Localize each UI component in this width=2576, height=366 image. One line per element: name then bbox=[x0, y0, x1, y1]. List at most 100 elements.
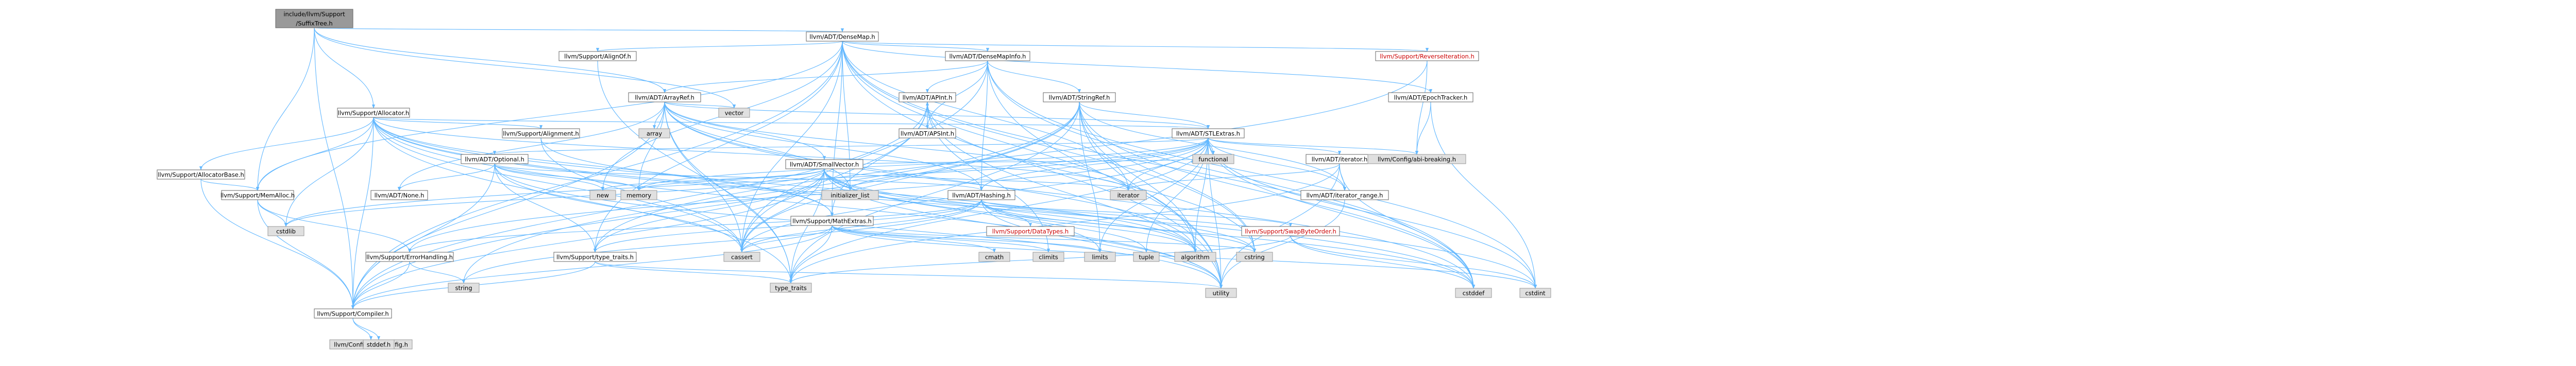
node-alignment-label: llvm/Support/Alignment.h bbox=[503, 130, 579, 137]
edge-smallvector-to-typetraits bbox=[593, 168, 825, 253]
node-alignment-box bbox=[502, 128, 580, 138]
node-typetraits-label: llvm/Support/type_traits.h bbox=[556, 254, 634, 261]
node-noneh[interactable]: llvm/ADT/None.h bbox=[370, 190, 428, 200]
node-root-label: /SuffixTree.h bbox=[296, 20, 332, 27]
edge-allocator-to-compiler bbox=[351, 117, 374, 309]
edge-root-to-memalloc bbox=[256, 27, 315, 191]
node-s_cstring: cstring bbox=[1236, 252, 1273, 262]
edge-allocator-to-memalloc bbox=[256, 117, 374, 191]
node-densemap[interactable]: llvm/ADT/DenseMap.h bbox=[806, 31, 879, 42]
node-iteratorrange[interactable]: llvm/ADT/iterator_range.h bbox=[1300, 190, 1389, 200]
edge-reversein-to-typetraits bbox=[593, 60, 1428, 253]
edge-stlextras-to-s_cstdint bbox=[1208, 137, 1537, 289]
node-errorhandling[interactable]: llvm/Support/ErrorHandling.h bbox=[365, 252, 454, 262]
node-s_cassert-box bbox=[723, 252, 760, 262]
edge-smallvector-to-s_cassert bbox=[740, 168, 825, 253]
node-densemapinfo-label: llvm/ADT/DenseMapInfo.h bbox=[950, 53, 1026, 60]
edge-arrayref-to-s_cstddef bbox=[664, 101, 1476, 289]
edge-epochtracker-to-s_cstdint bbox=[1430, 101, 1537, 289]
node-memalloc-label: llvm/Support/MemAlloc.h bbox=[221, 192, 295, 199]
edge-stlextras-to-optional bbox=[493, 137, 1209, 155]
node-smallvector[interactable]: llvm/ADT/SmallVector.h bbox=[785, 159, 863, 169]
node-s_functional-box bbox=[1192, 154, 1234, 164]
node-densemap-box bbox=[806, 31, 879, 42]
node-s_climits-label: climits bbox=[1039, 254, 1058, 261]
node-arrayref[interactable]: llvm/ADT/ArrayRef.h bbox=[628, 92, 701, 102]
edge-compiler-to-s_stddef bbox=[352, 318, 381, 340]
node-s_memory-box bbox=[620, 190, 657, 200]
edge-densemapinfo-to-apint bbox=[925, 60, 988, 93]
edge-densemapinfo-to-hashing bbox=[979, 60, 988, 191]
edge-typetraits-to-s_utility bbox=[595, 261, 1223, 289]
node-densemapinfo[interactable]: llvm/ADT/DenseMapInfo.h bbox=[945, 51, 1030, 61]
node-datatypes[interactable]: llvm/Support/DataTypes.h bbox=[986, 226, 1075, 236]
node-stringref[interactable]: llvm/ADT/StringRef.h bbox=[1043, 92, 1116, 102]
node-apsint[interactable]: llvm/ADT/APSInt.h bbox=[899, 128, 956, 138]
node-s_memory-label: memory bbox=[626, 192, 651, 199]
node-optional-label: llvm/ADT/Optional.h bbox=[465, 156, 524, 163]
nodes-layer: include/llvm/Support/SuffixTree.h llvm/AD… bbox=[157, 9, 1551, 350]
node-s_cstdint-label: cstdint bbox=[1525, 290, 1546, 297]
edge-densemap-to-typetraits bbox=[593, 41, 843, 253]
edge-smallvector-to-s_functional bbox=[862, 159, 1194, 165]
node-root[interactable]: include/llvm/Support/SuffixTree.h bbox=[275, 9, 353, 28]
edge-smallvector-to-s_cstring bbox=[824, 168, 1257, 253]
edge-iteratorh-to-s_typetraits bbox=[789, 163, 1340, 284]
node-s_string: string bbox=[448, 283, 480, 293]
node-s_string-box bbox=[448, 283, 480, 293]
node-s_vector: vector bbox=[718, 108, 750, 118]
edge-mathextras-to-s_cstring bbox=[832, 225, 1256, 253]
node-smallvector-box bbox=[785, 159, 863, 169]
edge-densemap-to-s_cstring bbox=[842, 41, 1257, 253]
node-s_cstdint-box bbox=[1519, 288, 1551, 298]
edge-allocator-to-s_typetraits bbox=[373, 117, 793, 284]
edge-allocator-to-s_iterator bbox=[373, 117, 1130, 191]
edge-densemapinfo-to-s_cstddef bbox=[987, 60, 1476, 289]
node-s_iterator-box bbox=[1110, 190, 1147, 200]
edge-allocator-to-s_algorithm bbox=[373, 117, 1197, 253]
node-reversein-label: llvm/Support/ReverseIteration.h bbox=[1380, 53, 1475, 60]
edge-smallvector-to-s_cstdlib bbox=[284, 168, 825, 227]
node-stlextras[interactable]: llvm/ADT/STLExtras.h bbox=[1172, 128, 1245, 138]
edge-hashing-to-typetraits bbox=[594, 199, 982, 253]
node-noneh-box bbox=[370, 190, 428, 200]
node-iteratorh[interactable]: llvm/ADT/iterator.h bbox=[1306, 154, 1374, 164]
node-s_new: new bbox=[589, 190, 616, 200]
node-epochtracker-box bbox=[1388, 92, 1473, 102]
node-mathextras[interactable]: llvm/Support/MathExtras.h bbox=[790, 216, 874, 226]
edge-densemap-to-densemapinfo bbox=[842, 41, 989, 52]
node-densemapinfo-box bbox=[945, 51, 1030, 61]
node-apint[interactable]: llvm/ADT/APInt.h bbox=[899, 92, 956, 102]
node-s_vector-box bbox=[718, 108, 750, 118]
edge-stlextras-to-s_cstdlib bbox=[284, 137, 1209, 227]
node-swapbyteorder[interactable]: llvm/Support/SwapByteOrder.h bbox=[1241, 226, 1340, 236]
edge-optional-to-compiler bbox=[351, 163, 495, 309]
node-allocatorbase[interactable]: llvm/Support/AllocatorBase.h bbox=[157, 169, 245, 180]
node-allocatorbase-label: llvm/Support/AllocatorBase.h bbox=[158, 171, 244, 179]
node-compiler[interactable]: llvm/Support/Compiler.h bbox=[314, 308, 392, 319]
node-hashing[interactable]: llvm/ADT/Hashing.h bbox=[947, 190, 1015, 200]
node-s_cstddef-label: cstddef bbox=[1463, 290, 1485, 297]
node-s_cmath: cmath bbox=[978, 252, 1010, 262]
node-memalloc[interactable]: llvm/Support/MemAlloc.h bbox=[221, 190, 295, 200]
edge-smallvector-to-compiler bbox=[351, 168, 825, 309]
node-s_vector-label: vector bbox=[725, 110, 744, 117]
edge-densemapinfo-to-apsint bbox=[925, 60, 988, 129]
edge-arrayref-to-s_vector bbox=[664, 101, 736, 109]
edge-typetraits-to-s_typetraits bbox=[595, 261, 792, 284]
edge-smallvector-to-s_memory bbox=[637, 168, 825, 191]
edge-swapbyteorder-to-s_cstdint bbox=[1290, 235, 1537, 289]
node-root-label: include/llvm/Support bbox=[283, 11, 345, 18]
node-s_algorithm: algorithm bbox=[1174, 252, 1216, 262]
node-epochtracker[interactable]: llvm/ADT/EpochTracker.h bbox=[1388, 92, 1473, 102]
node-optional[interactable]: llvm/ADT/Optional.h bbox=[461, 154, 529, 164]
node-reversein[interactable]: llvm/Support/ReverseIteration.h bbox=[1375, 51, 1479, 61]
node-typetraits[interactable]: llvm/Support/type_traits.h bbox=[553, 252, 637, 262]
node-alignment[interactable]: llvm/Support/Alignment.h bbox=[502, 128, 580, 138]
node-s_functional-label: functional bbox=[1198, 156, 1228, 163]
node-alignof[interactable]: llvm/Support/AlignOf.h bbox=[558, 51, 637, 61]
node-allocator[interactable]: llvm/Support/Allocator.h bbox=[337, 108, 410, 118]
node-s_stddef-box bbox=[363, 339, 395, 350]
node-s_algorithm-label: algorithm bbox=[1181, 254, 1210, 261]
edge-optional-to-hashing bbox=[494, 163, 983, 191]
